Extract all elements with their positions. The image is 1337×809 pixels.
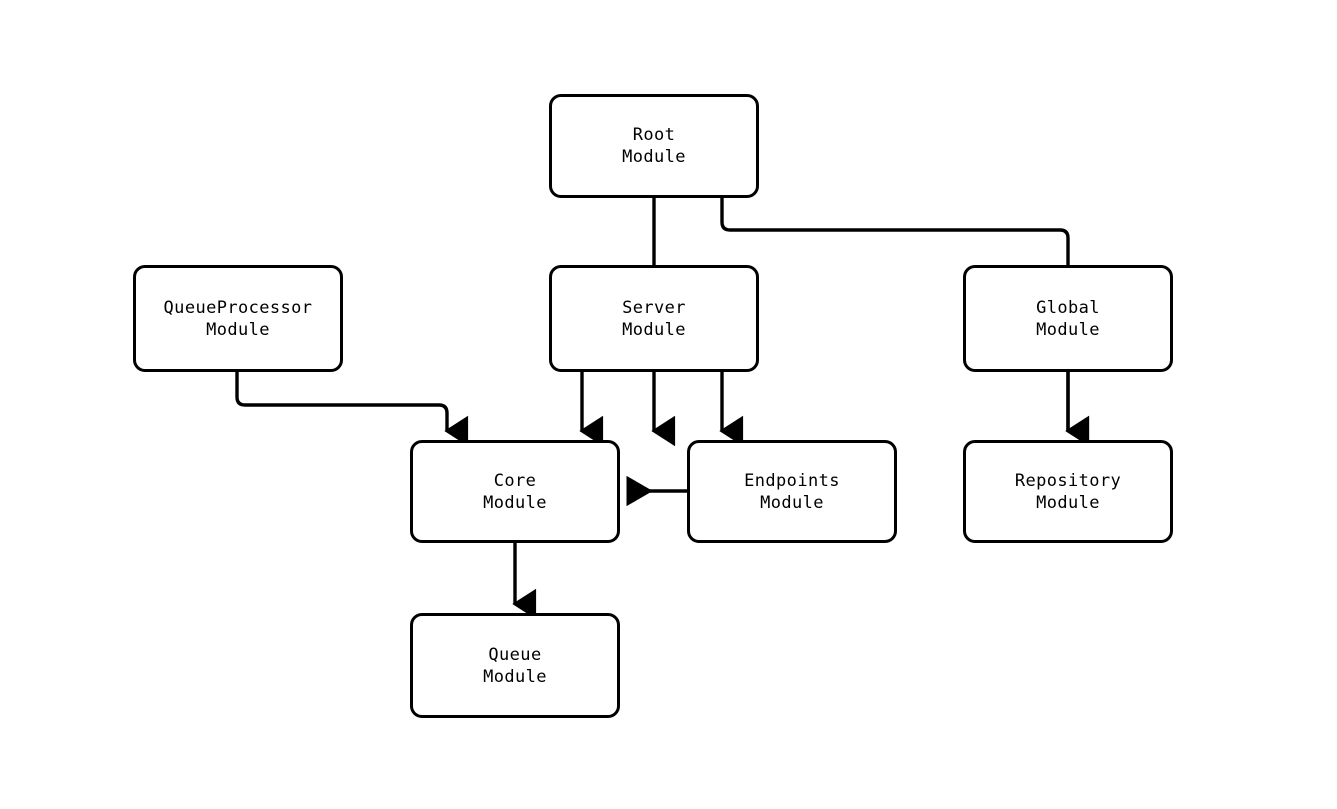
node-endpoints-module-line1: Endpoints (744, 470, 840, 491)
node-queueprocessor-module[interactable]: QueueProcessor Module (133, 265, 343, 372)
node-server-module[interactable]: Server Module (549, 265, 759, 372)
node-server-module-line1: Server (622, 297, 686, 318)
node-endpoints-module-line2: Module (760, 492, 824, 513)
node-core-module-line2: Module (483, 492, 547, 513)
node-endpoints-module[interactable]: Endpoints Module (687, 440, 897, 543)
node-queue-module[interactable]: Queue Module (410, 613, 620, 718)
node-repository-module-line1: Repository (1014, 470, 1122, 491)
node-root-module[interactable]: Root Module (549, 94, 759, 198)
node-core-module[interactable]: Core Module (410, 440, 620, 543)
node-server-module-line2: Module (622, 319, 686, 340)
node-queueprocessor-module-line1: QueueProcessor (163, 297, 313, 318)
node-queueprocessor-module-line2: Module (206, 319, 270, 340)
node-global-module[interactable]: Global Module (963, 265, 1173, 372)
edge-queueprocessor-to-core (235, 372, 469, 447)
node-queue-module-line2: Module (483, 666, 547, 687)
node-root-module-line2: Module (622, 147, 686, 167)
edge-root-to-global (720, 198, 1090, 447)
node-root-module-line1: Root (632, 125, 676, 145)
node-queue-module-line1: Queue (488, 644, 542, 665)
node-core-module-line1: Core (493, 470, 537, 491)
node-repository-module-line2: Module (1036, 492, 1100, 513)
node-repository-module[interactable]: Repository Module (963, 440, 1173, 543)
node-global-module-line2: Module (1036, 319, 1100, 340)
node-global-module-line1: Global (1036, 297, 1100, 318)
